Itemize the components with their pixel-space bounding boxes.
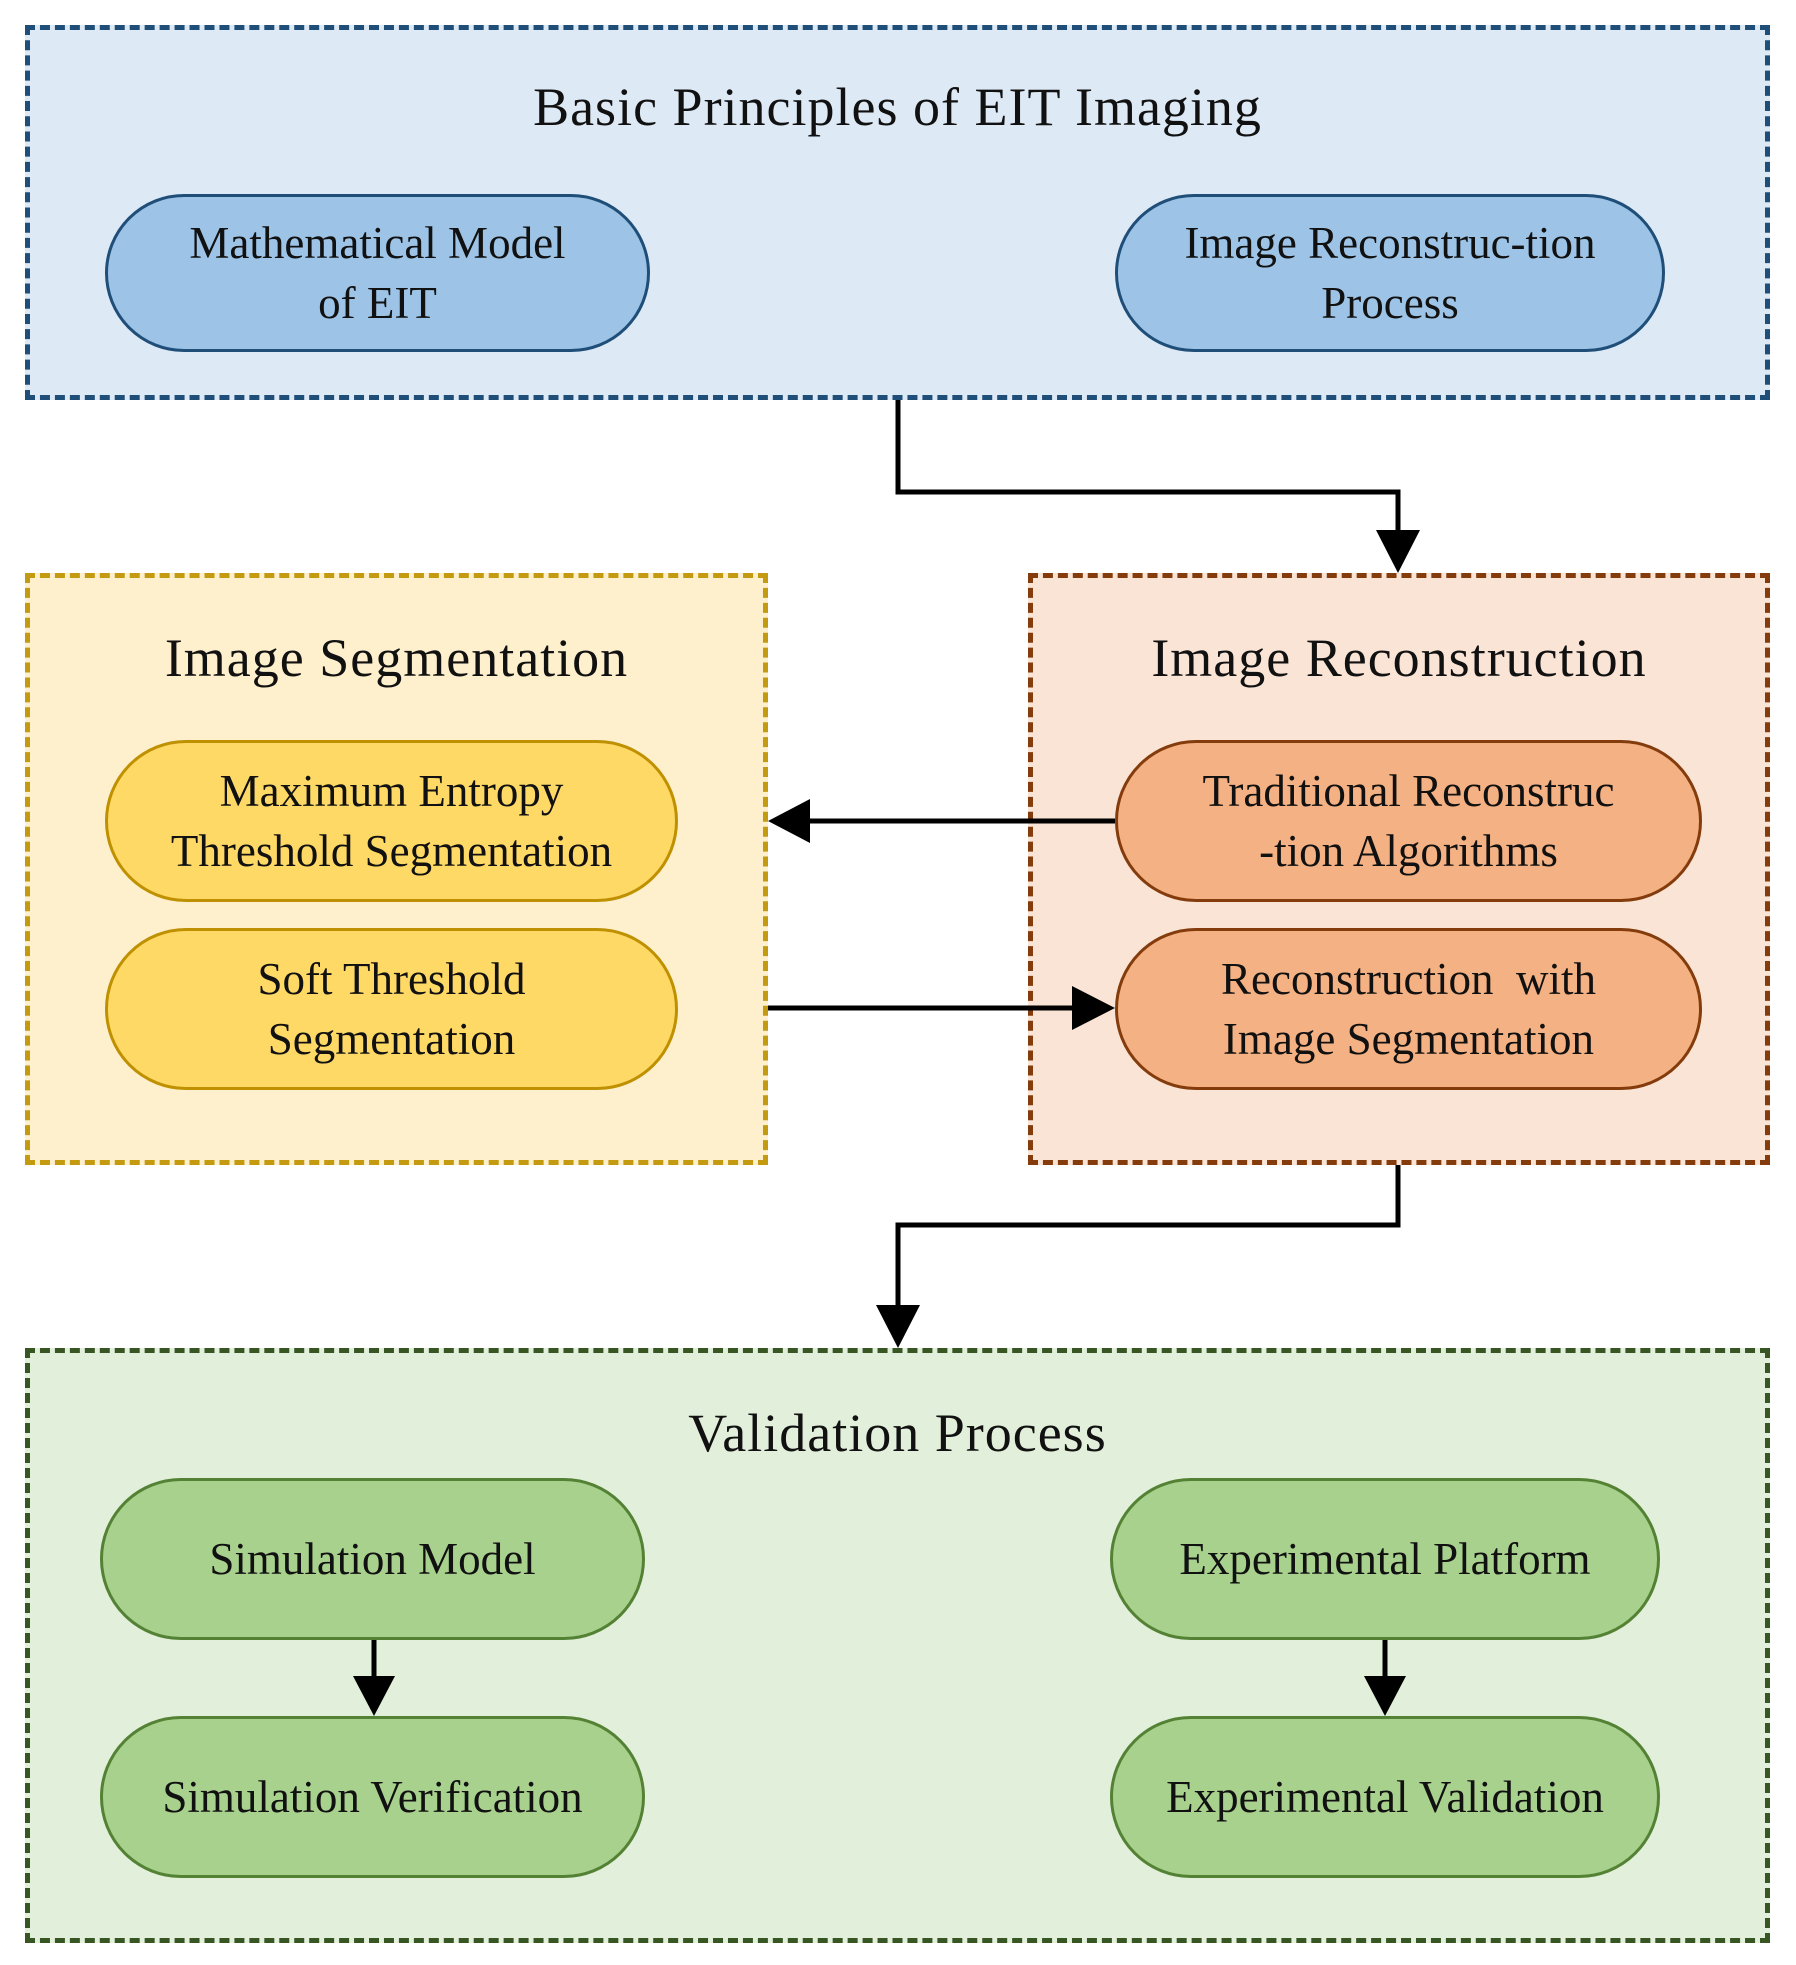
basic-to-reconstruction-connector bbox=[895, 400, 1401, 530]
image-segmentation-title: Image Segmentation bbox=[164, 628, 629, 688]
experimental-validation-label: Experimental Validation bbox=[1166, 1772, 1604, 1822]
validation-process-title: Validation Process bbox=[688, 1403, 1107, 1463]
arrowhead-into-sim-verification bbox=[353, 1676, 395, 1716]
recon-process-line-2: Process bbox=[1321, 278, 1459, 328]
recon-with-segmentation-node: Reconstruction with Image Segmentation bbox=[1115, 928, 1702, 1090]
recon-process-line-1: Image Reconstruc-tion bbox=[1184, 218, 1596, 268]
simulation-verification-node: Simulation Verification bbox=[100, 1716, 645, 1878]
math-model-line-2: of EIT bbox=[318, 278, 437, 328]
with-segmentation-line-1: Reconstruction with bbox=[1221, 954, 1596, 1004]
max-entropy-node: Maximum Entropy Threshold Segmentation bbox=[105, 740, 678, 902]
image-reconstruction-title: Image Reconstruction bbox=[1151, 628, 1647, 688]
traditional-line-2: -tion Algorithms bbox=[1259, 826, 1558, 876]
arrowhead-into-validation bbox=[876, 1305, 920, 1348]
experimental-validation-node: Experimental Validation bbox=[1110, 1716, 1660, 1878]
soft-threshold-line-1: Soft Threshold bbox=[257, 954, 526, 1004]
experimental-platform-node: Experimental Platform bbox=[1110, 1478, 1660, 1640]
recon-process-node: Image Reconstruc-tion Process bbox=[1115, 194, 1665, 352]
soft-threshold-line-2: Segmentation bbox=[267, 1014, 516, 1064]
arrowhead-into-segmentation bbox=[768, 799, 810, 843]
math-model-node: Mathematical Model of EIT bbox=[105, 194, 650, 352]
reconstruction-to-validation-connector bbox=[895, 1165, 1401, 1305]
max-entropy-line-1: Maximum Entropy bbox=[219, 766, 564, 816]
simulation-model-node: Simulation Model bbox=[100, 1478, 645, 1640]
max-entropy-line-2: Threshold Segmentation bbox=[170, 826, 613, 876]
math-model-line-1: Mathematical Model bbox=[189, 218, 566, 268]
traditional-line-1: Traditional Reconstruc bbox=[1202, 766, 1615, 816]
with-segmentation-line-2: Image Segmentation bbox=[1222, 1014, 1595, 1064]
simulation-verification-label: Simulation Verification bbox=[162, 1772, 583, 1822]
soft-threshold-node: Soft Threshold Segmentation bbox=[105, 928, 678, 1090]
simulation-model-label: Simulation Model bbox=[209, 1534, 536, 1584]
arrowhead-into-recon-with-segmentation bbox=[1072, 986, 1115, 1030]
traditional-algorithms-node: Traditional Reconstruc -tion Algorithms bbox=[1115, 740, 1702, 902]
arrowhead-into-exp-validation bbox=[1364, 1676, 1406, 1716]
experimental-platform-label: Experimental Platform bbox=[1179, 1534, 1591, 1584]
basic-principles-title: Basic Principles of EIT Imaging bbox=[533, 77, 1262, 137]
arrowhead-into-reconstruction bbox=[1376, 530, 1420, 573]
